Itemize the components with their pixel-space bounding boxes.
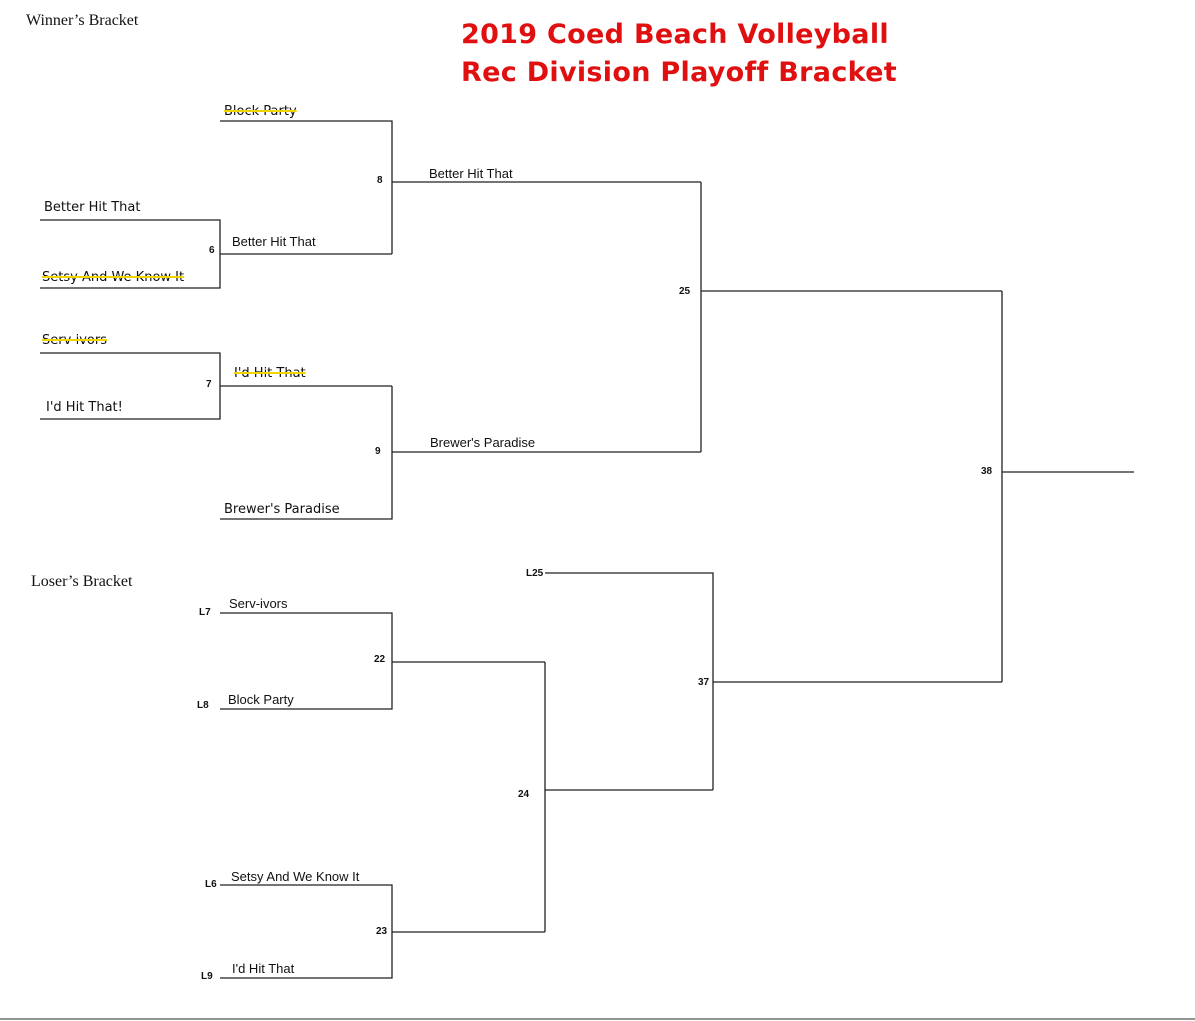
team-slot: Block Party <box>228 692 294 707</box>
match-number: 9 <box>375 446 381 457</box>
seed-label: L25 <box>526 568 544 579</box>
match-23-lines <box>220 884 545 979</box>
team-slot: I'd Hit That! <box>46 400 123 415</box>
title-line-2: Rec Division Playoff Bracket <box>461 57 897 88</box>
match-7-lines <box>40 352 392 420</box>
match-number: 37 <box>698 677 710 688</box>
seed-label: L6 <box>205 879 217 890</box>
seed-label: L7 <box>199 607 211 618</box>
team-slot: Setsy And We Know It <box>231 869 360 884</box>
team-slot: Better Hit That <box>232 234 316 249</box>
winners-bracket-heading: Winner’s Bracket <box>26 12 139 29</box>
team-slot-eliminated: I'd Hit That <box>234 366 306 381</box>
team-slot: Better Hit That <box>429 166 513 181</box>
losers-bracket-heading: Loser’s Bracket <box>31 573 133 590</box>
team-slot: I'd Hit That <box>232 961 295 976</box>
match-25-lines <box>700 182 1002 452</box>
match-24-lines <box>544 662 713 932</box>
team-slot-eliminated: Block Party <box>224 104 297 119</box>
match-number: 7 <box>206 379 212 390</box>
match-22-lines <box>220 612 545 710</box>
match-number: 23 <box>376 926 388 937</box>
match-37-lines <box>545 572 1002 790</box>
team-slot: Brewer's Paradise <box>430 435 536 450</box>
seed-label: L9 <box>201 971 213 982</box>
match-number: 24 <box>518 789 530 800</box>
match-8-lines <box>220 120 701 254</box>
team-slot: Brewer's Paradise <box>224 502 340 517</box>
team-slot-eliminated: Serv-ivors <box>42 333 108 348</box>
page-title: 2019 Coed Beach Volleyball Rec Division … <box>461 16 897 92</box>
team-slot: Serv-ivors <box>229 596 288 611</box>
title-line-1: 2019 Coed Beach Volleyball <box>461 19 889 50</box>
match-number: 8 <box>377 175 383 186</box>
match-9-lines <box>220 386 701 520</box>
match-number: 22 <box>374 654 386 665</box>
match-number: 38 <box>981 466 993 477</box>
team-slot-eliminated: Setsy And We Know It <box>42 270 185 285</box>
team-slot: Better Hit That <box>44 200 141 215</box>
seed-label: L8 <box>197 700 209 711</box>
match-6-lines <box>40 219 392 289</box>
match-number: 6 <box>209 245 215 256</box>
match-38-lines <box>1001 291 1134 682</box>
match-number: 25 <box>679 286 691 297</box>
